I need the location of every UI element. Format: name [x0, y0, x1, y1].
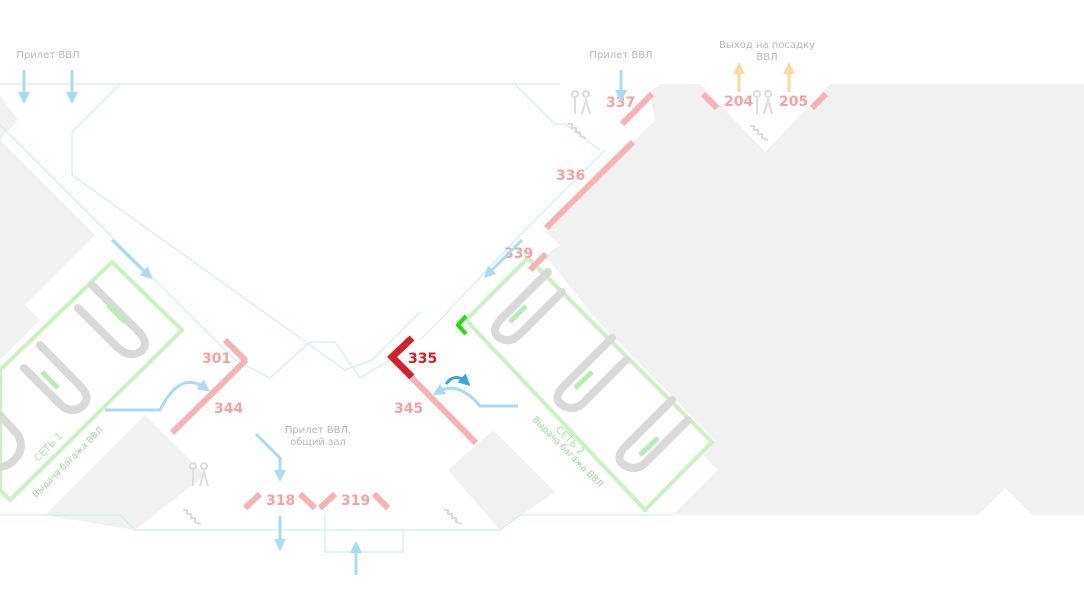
- gate-bar-336: [543, 139, 636, 231]
- wc-icon: [571, 90, 591, 115]
- wall-left-lower: [0, 140, 95, 330]
- wall-right: [545, 84, 1084, 515]
- stairs-icons: [183, 123, 769, 525]
- gate-344: 344: [214, 401, 243, 417]
- wall-bottom-left: [45, 415, 205, 530]
- gate-301: 301: [202, 351, 231, 367]
- belt-right-marker-1: [508, 304, 528, 324]
- flow-arrows: [18, 70, 627, 575]
- outline-central-hall: [71, 83, 421, 371]
- you-are-here-icon: [455, 314, 468, 336]
- wall-gate-204-205: [700, 84, 830, 152]
- gate-345: 345: [394, 401, 423, 417]
- belt-left: [0, 281, 149, 471]
- gate-bar-335-active: [386, 335, 415, 380]
- gate-319: 319: [341, 493, 370, 509]
- outline-exit-box: [324, 515, 404, 553]
- baggage-frame-left: [0, 259, 185, 503]
- stairs-icon: [568, 123, 587, 139]
- belt-left-1: [74, 281, 149, 359]
- gate-bar-301: [222, 337, 249, 364]
- belt-right-markers: [508, 304, 660, 457]
- gate-bar-204-a: [700, 91, 720, 111]
- wall-bottom-center: [448, 430, 555, 530]
- exit-arrows: [733, 62, 795, 92]
- belt-right-3: [615, 396, 692, 472]
- zone-arrival-hall-line2: общий зал: [290, 437, 346, 448]
- gate-bar-319-b: [371, 491, 391, 511]
- outline-right-diag: [419, 149, 606, 341]
- arrow-hall-down: [254, 432, 286, 482]
- stairs-icon: [183, 509, 202, 525]
- outline-left-corridor: [0, 124, 391, 379]
- baggage-frame-right: [463, 255, 715, 513]
- wc-icons: [189, 90, 773, 487]
- outline-bottom-right: [499, 514, 673, 531]
- arrow-turn-dark: [444, 373, 471, 387]
- gate-bar-337: [619, 91, 655, 127]
- gate-335: 335: [408, 351, 437, 367]
- belt-right-1: [491, 268, 566, 345]
- gate-bars: [169, 91, 829, 511]
- gate-bar-318-b: [297, 491, 318, 511]
- outline-bottom: [0, 514, 500, 531]
- wc-icon: [753, 90, 773, 115]
- gate-bar-319-a: [317, 491, 338, 511]
- belt-right-marker-2: [573, 370, 594, 390]
- zone-arrival-hall-line1: Прилет ВВЛ,: [285, 425, 351, 436]
- zone-labels: Прилет ВВЛ Прилет ВВЛ Выход на посадку В…: [16, 40, 815, 448]
- arrow-diag-left: [110, 238, 153, 280]
- zone-boarding-exit-line2: ВВЛ: [756, 52, 777, 63]
- arrow-curve-right: [432, 383, 518, 408]
- belt-left-markers: [40, 303, 127, 390]
- gate-318: 318: [266, 493, 295, 509]
- gate-204: 204: [724, 94, 753, 110]
- arrow-diag-right: [483, 238, 524, 279]
- gate-labels: 337 204 205 336 339 301 344 335 345 318 …: [202, 94, 808, 509]
- belt-right-marker-3: [638, 436, 660, 457]
- outlines: [0, 83, 673, 553]
- belt-left-marker-2: [40, 370, 60, 390]
- belt-left-2: [20, 341, 91, 414]
- belt-left-3: [0, 411, 25, 471]
- zone-arrival-top-right: Прилет ВВЛ: [589, 50, 652, 61]
- wc-icon: [189, 462, 209, 487]
- outline-top-right: [514, 83, 601, 151]
- walls: [0, 84, 1084, 530]
- stairs-icon: [750, 125, 769, 141]
- belt-right-2: [553, 334, 630, 412]
- gate-bar-345: [409, 375, 479, 446]
- zone-boarding-exit-line1: Выход на посадку: [719, 40, 815, 51]
- gate-bar-344: [169, 357, 249, 436]
- belt-right: [491, 268, 692, 472]
- stairs-icon: [444, 509, 463, 525]
- gate-336: 336: [556, 168, 585, 184]
- belt-left-marker-1: [106, 303, 127, 324]
- arrow-curve-left: [105, 379, 210, 412]
- gate-bar-318-a: [242, 491, 263, 511]
- zone-arrival-top-left: Прилет ВВЛ: [16, 50, 79, 61]
- gate-205: 205: [779, 94, 808, 110]
- gate-bar-205-a: [809, 91, 829, 111]
- gate-337: 337: [606, 95, 635, 111]
- gate-bar-339: [527, 251, 549, 273]
